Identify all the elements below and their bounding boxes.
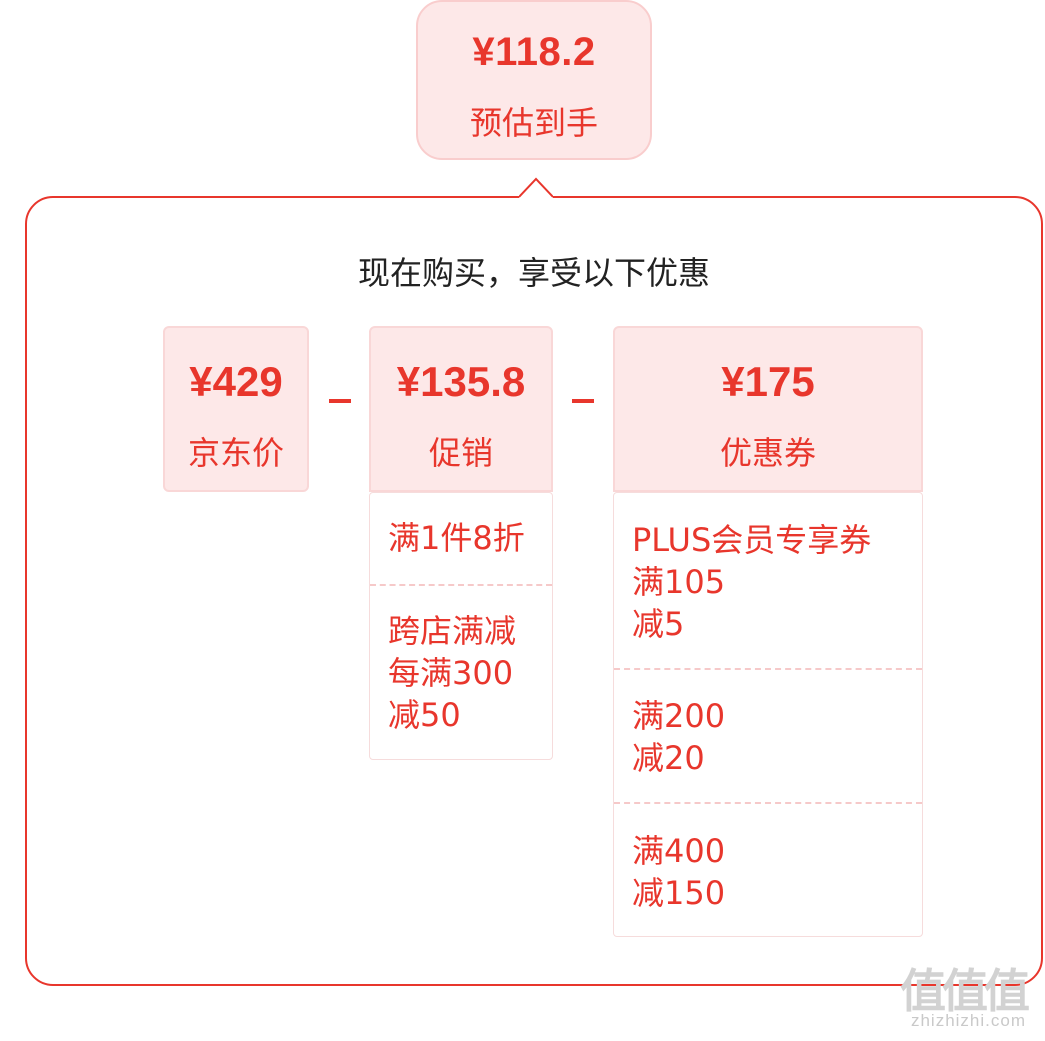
promo-headline: 现在购买，享受以下优惠: [357, 254, 710, 292]
coupon-item: PLUS会员专享券 满105 减5: [632, 521, 872, 643]
promotion-details: 满1件8折 跨店满减 每满300 减50: [369, 492, 553, 760]
jd-price-label: 京东价: [187, 434, 284, 472]
divider: [370, 584, 552, 586]
coupon-card: ¥175 优惠券: [613, 326, 923, 492]
estimated-price-label: 预估到手: [469, 104, 598, 142]
jd-price-card: ¥429 京东价: [163, 326, 309, 492]
jd-price-amount: ¥429: [189, 358, 283, 405]
estimated-price-amount: ¥118.2: [472, 30, 596, 74]
divider: [614, 802, 922, 804]
minus-sign: [572, 399, 594, 403]
coupon-details: PLUS会员专享券 满105 减5 满200 减20 满400 减150: [613, 492, 923, 937]
promotion-label: 促销: [428, 434, 493, 472]
coupon-amount: ¥175: [721, 358, 815, 405]
frame-pointer: [519, 177, 553, 199]
promotion-amount: ¥135.8: [396, 358, 526, 405]
minus-sign: [329, 399, 351, 403]
promotion-item: 满1件8折: [388, 519, 525, 557]
watermark-logo: 值值值: [900, 964, 1030, 1018]
estimated-price-badge: ¥118.2 预估到手: [416, 0, 652, 160]
promotion-item: 跨店满减 每满300 减50: [388, 612, 517, 734]
coupon-label: 优惠券: [719, 434, 816, 472]
site-watermark: 值值值 zhizhizhi.com: [896, 955, 1041, 1035]
promotion-card: ¥135.8 促销: [369, 326, 553, 492]
coupon-item: 满200 减20: [632, 697, 726, 777]
coupon-item: 满400 减150: [632, 832, 726, 912]
divider: [614, 668, 922, 670]
watermark-site: zhizhizhi.com: [910, 1011, 1027, 1030]
